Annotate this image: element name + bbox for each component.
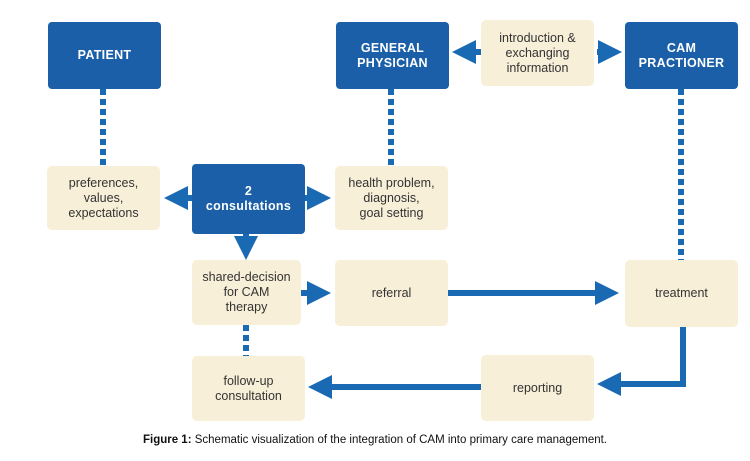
node-consultations-label: 2 consultations — [205, 184, 292, 213]
node-follow-up-label: follow-up consultation — [215, 373, 282, 403]
node-treatment-label: treatment — [655, 286, 708, 300]
figure-caption-label: Figure 1: — [142, 434, 192, 446]
node-preferences-label: preferences, values, expectations — [68, 175, 139, 220]
figure-caption: Figure 1: Schematic visualization of the… — [0, 434, 750, 446]
node-shared-decision: shared-decision for CAM therapy — [192, 260, 301, 325]
node-general-physician: GENERAL PHYSICIAN — [336, 22, 449, 89]
node-health-problem: health problem, diagnosis, goal setting — [335, 166, 448, 230]
node-preferences: preferences, values, expectations — [47, 166, 160, 230]
node-follow-up: follow-up consultation — [192, 356, 305, 421]
node-introduction-label: introduction & exchanging information — [499, 30, 576, 75]
node-reporting-label: reporting — [512, 380, 563, 395]
figure-caption-text: Schematic visualization of the integrati… — [191, 434, 608, 446]
node-cam-practioner: CAM PRACTIONER — [625, 22, 738, 89]
node-referral-label: referral — [371, 285, 412, 300]
node-treatment: treatment — [625, 260, 738, 327]
node-consultations: 2 consultations — [192, 164, 305, 234]
node-shared-decision-label: shared-decision for CAM therapy — [202, 270, 291, 314]
node-reporting: reporting — [481, 355, 594, 421]
node-patient: PATIENT — [48, 22, 161, 89]
node-health-problem-label: health problem, diagnosis, goal setting — [348, 175, 435, 220]
node-cam-practioner-label: CAM PRACTIONER — [638, 40, 725, 70]
node-general-physician-label: GENERAL PHYSICIAN — [357, 40, 428, 70]
arrow-treatment-to-reporting — [597, 327, 686, 396]
node-referral: referral — [335, 260, 448, 326]
node-introduction: introduction & exchanging information — [481, 20, 594, 86]
node-patient-label: PATIENT — [77, 48, 132, 62]
